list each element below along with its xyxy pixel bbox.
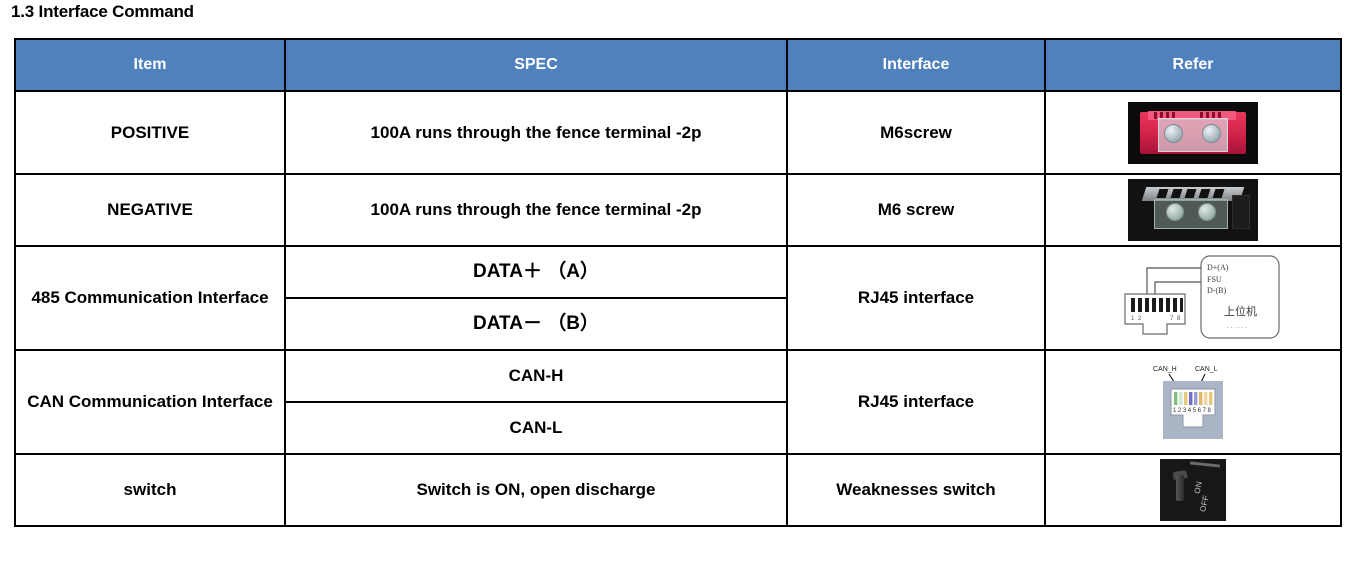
cell-refer-switch: ON OFF [1044,453,1342,527]
cell-spec-positive: 100A runs through the fence terminal -2p [284,90,788,175]
switch-on-label: ON [1192,480,1205,495]
svg-text:12345678: 12345678 [1173,408,1213,414]
cell-item-can: CAN Communication Interface [14,349,286,455]
onoff-switch-photo: ON OFF [1160,459,1226,521]
svg-text:D+(A): D+(A) [1207,263,1229,272]
rs485-wiring-diagram: 1 2 7 8 D+(A) FSU D-(B) 上位机 ...... [1093,252,1293,344]
cell-item-485: 485 Communication Interface [14,245,286,351]
column-header-refer: Refer [1044,38,1342,92]
svg-text:上位机: 上位机 [1224,304,1257,318]
cell-refer-negative [1044,173,1342,247]
svg-text:CAN_L: CAN_L [1195,366,1218,373]
cell-refer-can: CAN_H CAN_L [1044,349,1342,455]
cell-interface-positive: M6screw [786,90,1046,175]
svg-text:FSU: FSU [1207,275,1222,284]
interface-command-table: Item SPEC Interface Refer POSITIVE 100A … [14,38,1342,527]
switch-off-label: OFF [1198,494,1211,513]
red-terminal-block-photo [1128,101,1258,164]
svg-text:2: 2 [1138,316,1142,322]
svg-text:D-(B): D-(B) [1207,286,1226,295]
cell-interface-485: RJ45 interface [786,245,1046,351]
table-row: 485 Communication Interface DATA＋ （A） RJ… [14,245,1342,351]
cell-interface-can: RJ45 interface [786,349,1046,455]
svg-text:7: 7 [1170,316,1174,322]
cell-refer-positive [1044,90,1342,175]
table-row: POSITIVE 100A runs through the fence ter… [14,90,1342,175]
cell-spec-485-data-minus: DATA－ （B） [284,297,788,351]
column-header-interface: Interface [786,38,1046,92]
column-header-item: Item [14,38,286,92]
cell-spec-can-h: CAN-H [284,349,788,403]
svg-text:......: ...... [1227,323,1248,330]
table-row: NEGATIVE 100A runs through the fence ter… [14,173,1342,247]
svg-text:8: 8 [1177,316,1181,322]
table-row: CAN-L [15,401,1341,455]
column-header-spec: SPEC [284,38,788,92]
table-row: CAN Communication Interface CAN-H RJ45 i… [14,349,1342,455]
cell-item-positive: POSITIVE [14,90,286,175]
dark-terminal-block-photo [1128,179,1258,241]
cell-interface-negative: M6 screw [786,173,1046,247]
cell-item-switch: switch [14,453,286,527]
cell-refer-485: 1 2 7 8 D+(A) FSU D-(B) 上位机 ...... [1044,245,1342,351]
rj45-pinout-diagram: CAN_H CAN_L [1147,359,1239,445]
svg-text:CAN_H: CAN_H [1153,366,1177,373]
cell-spec-switch: Switch is ON, open discharge [284,453,788,527]
table-row: DATA－ （B） [15,297,1341,351]
table-header-row: Item SPEC Interface Refer [14,38,1342,92]
page-title: 1.3 Interface Command [11,2,194,21]
table-row: switch Switch is ON, open discharge Weak… [14,453,1342,527]
cell-spec-can-l: CAN-L [284,401,788,455]
cell-spec-negative: 100A runs through the fence terminal -2p [284,173,788,247]
cell-interface-switch: Weaknesses switch [786,453,1046,527]
svg-text:1: 1 [1131,316,1135,322]
cell-item-negative: NEGATIVE [14,173,286,247]
cell-spec-485-data-plus: DATA＋ （A） [284,245,788,299]
